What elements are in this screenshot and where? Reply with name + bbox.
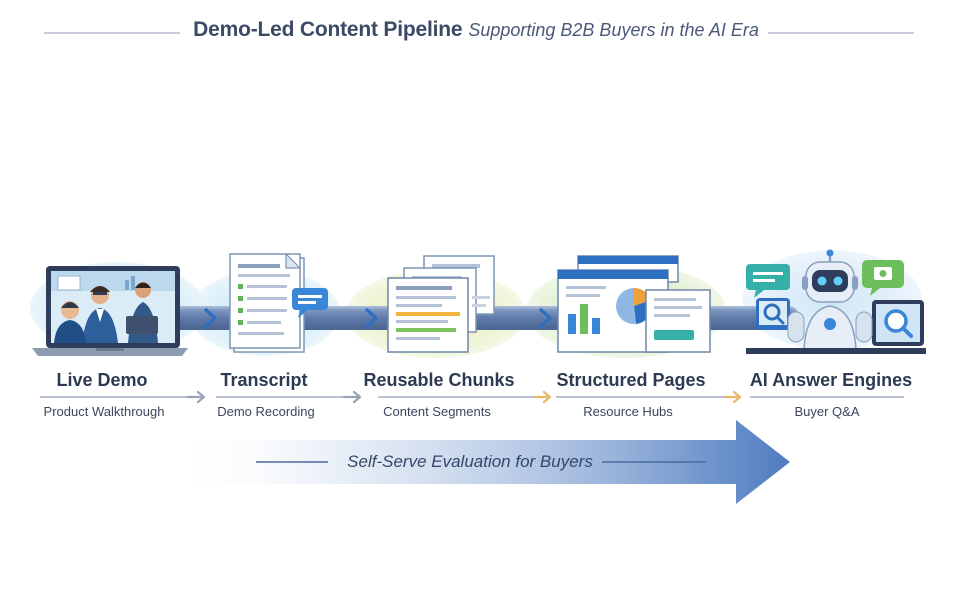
title-divider-left [44,32,180,34]
stage-1-sublabel: Product Walkthrough [43,404,165,419]
stacked-documents-icon [387,255,495,353]
stage-4-underline [556,396,726,398]
pipeline-chevron-icon [204,308,217,328]
step-arrow-icon [722,390,742,404]
stage-1-label: Live Demo [56,370,148,390]
title-divider-right [768,32,914,34]
stage-5-sublabel: Buyer Q&A [794,404,860,419]
flow-arrow [170,420,790,504]
stage-2-underline [216,396,346,398]
page-title: Demo-Led Content Pipeline Supporting B2B… [186,18,766,48]
video-call-laptop-icon [32,266,188,356]
flow-banner-label: Self-Serve Evaluation for Buyers [347,452,593,471]
stage-4-label: Structured Pages [556,370,706,390]
stage-3-label: Reusable Chunks [363,370,515,390]
pipeline-chevron-icon [539,308,552,328]
stage-5-underline [750,396,904,398]
stage-2-label: Transcript [220,370,308,390]
structured-web-pages-icon [557,255,711,353]
stage-1-underline [40,396,190,398]
transcript-document-icon [229,252,328,353]
title-subtitle: Supporting B2B Buyers in the AI Era [468,20,759,40]
step-arrow-icon [186,390,206,404]
pipeline-chevron-icon [365,308,378,328]
step-arrow-icon [532,390,552,404]
title-main: Demo-Led Content Pipeline [193,18,463,41]
stage-2-sublabel: Demo Recording [217,404,315,419]
stage-5-label: AI Answer Engines [749,370,913,390]
stage-3-sublabel: Content Segments [383,404,491,419]
stage-3-underline [378,396,536,398]
ai-robot-icon [746,249,926,354]
stage-4-sublabel: Resource Hubs [583,404,673,419]
step-arrow-icon [342,390,362,404]
